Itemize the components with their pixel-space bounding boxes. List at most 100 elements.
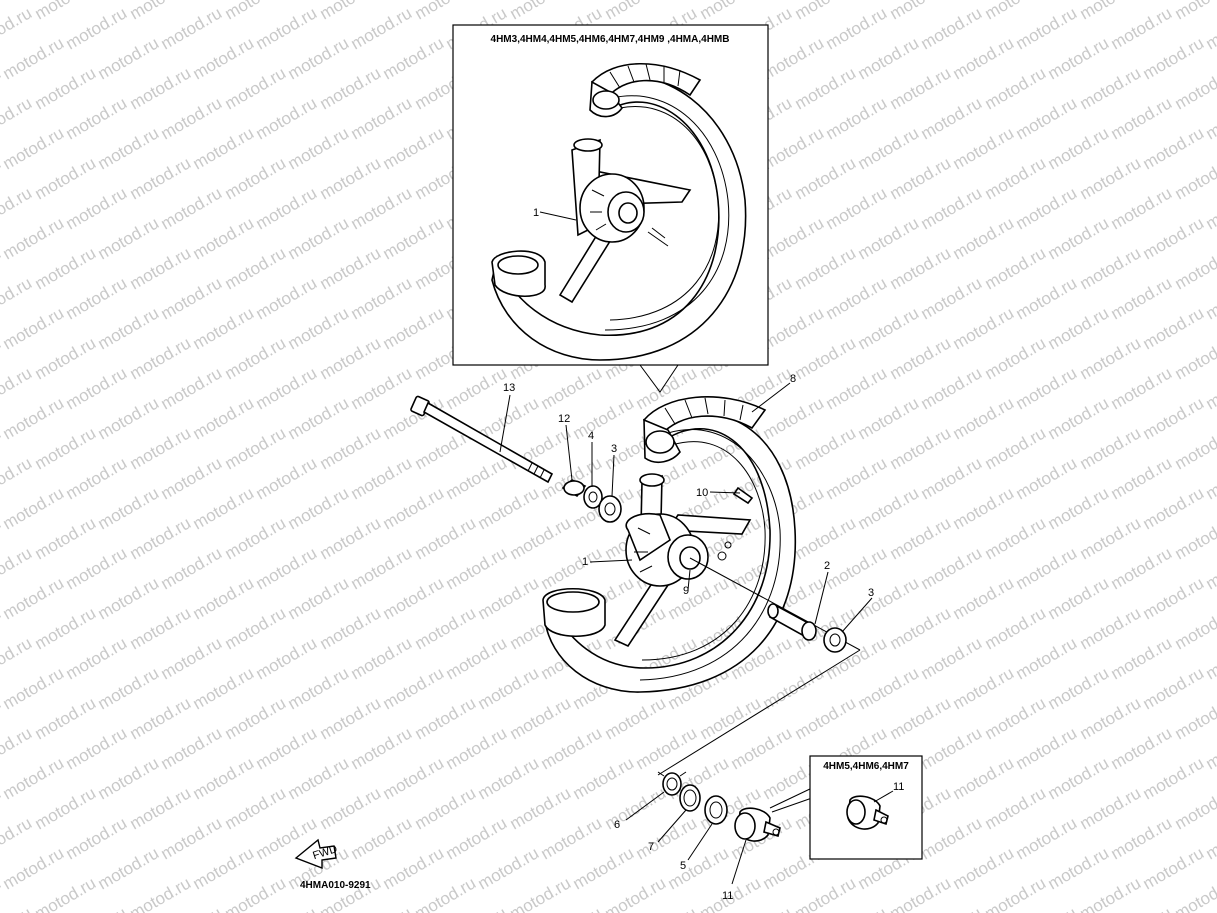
watermark-text: motod.ru [1172,513,1217,563]
watermark-text: motod.ru [855,33,923,83]
watermark-text: motod.ru [317,0,385,23]
watermark-text: motod.ru [380,213,448,263]
watermark-text: motod.ru [855,213,923,263]
callout-3-left: 3 [611,443,617,455]
watermark-text: motod.ru [0,393,67,443]
watermark-text: motod.ru [0,33,67,83]
watermark-text: motod.ru [792,153,860,203]
watermark-text: motod.ru [982,333,1050,383]
watermark-text: motod.ru [1077,873,1145,913]
watermark-text: motod.ru [602,783,670,833]
watermark-text: motod.ru [158,723,226,773]
watermark-text: motod.ru [32,603,100,653]
callout-5: 5 [680,860,686,872]
watermark-text: motod.ru [127,243,195,293]
watermark-text: motod.ru [1013,723,1081,773]
watermark-text: motod.ru [792,693,860,743]
watermark-text: motod.ru [1077,783,1145,833]
watermark-text: motod.ru [95,123,163,173]
callout-4: 4 [588,430,594,442]
watermark-text: motod.ru [855,123,923,173]
watermark-text: motod.ru [1108,633,1176,683]
watermark-text: motod.ru [380,483,448,533]
watermark-text: motod.ru [190,213,258,263]
watermark-text: motod.ru [697,0,765,23]
watermark-text: motod.ru [887,873,955,913]
watermark-text: motod.ru [190,843,258,893]
callout-7: 7 [648,841,654,853]
watermark-text: motod.ru [32,153,100,203]
watermark-text: motod.ru [1108,273,1176,323]
watermark-text: motod.ru [127,603,195,653]
collar-12 [561,479,587,498]
watermark-text: motod.ru [443,633,511,683]
watermark-text: motod.ru [1013,93,1081,143]
watermark-text: motod.ru [443,813,511,863]
speedometer-gear-unit-11 [734,807,781,842]
watermark-text: motod.ru [760,33,828,83]
watermark-text: motod.ru [1140,573,1208,623]
watermark-text: motod.ru [1045,843,1113,893]
washer-7 [679,784,701,812]
watermark-text: motod.ru [32,0,100,23]
drawing-code: 4HMA010-9291 [300,880,371,891]
watermark-text: motod.ru [1077,693,1145,743]
watermark-text: motod.ru [823,93,891,143]
callout-11: 11 [722,890,733,902]
callout-8: 8 [790,373,796,385]
bearing-3-right [823,627,847,653]
inset-wheel-illustration [491,62,747,361]
watermark-text: motod.ru [792,0,860,23]
spacer-2 [767,603,817,641]
watermark-text: motod.ru [918,813,986,863]
watermark-text: motod.ru [950,663,1018,713]
watermark-text: motod.ru [0,123,67,173]
watermark-text: motod.ru [127,873,195,913]
axle-13 [410,395,554,484]
watermark-text: motod.ru [222,513,290,563]
watermark-text: motod.ru [1045,573,1113,623]
watermark-text: motod.ru [317,153,385,203]
watermark-text: motod.ru [918,183,986,233]
watermark-text: motod.ru [190,483,258,533]
watermark-text: motod.ru [253,453,321,503]
watermark-text: motod.ru [0,213,67,263]
watermark-text: motod.ru [158,363,226,413]
callout-6: 6 [614,819,620,831]
watermark-text: motod.ru [1045,123,1113,173]
watermark-text: motod.ru [412,513,480,563]
watermark-text: motod.ru [823,543,891,593]
watermark-text: motod.ru [1140,123,1208,173]
callout-11-inset: 11 [893,781,904,793]
watermark-text: motod.ru [1140,33,1208,83]
watermark-text: motod.ru [380,663,448,713]
watermark-text: motod.ru [1013,453,1081,503]
main-wheel [542,396,797,693]
callout-1-inset: 1 [533,207,539,219]
watermark-text: motod.ru [760,123,828,173]
watermark-text: motod.ru [222,333,290,383]
circlip-6 [657,771,687,796]
watermark-text: motod.ru [1140,393,1208,443]
watermark-text: motod.ru [855,483,923,533]
watermark-text: motod.ru [380,753,448,803]
watermark-text: motod.ru [982,873,1050,913]
watermark-text: motod.ru [602,693,670,743]
watermark-text: motod.ru [1045,393,1113,443]
watermark-text: motod.ru [918,543,986,593]
watermark-text: motod.ru [823,3,891,53]
watermark-text: motod.ru [222,423,290,473]
watermark-text: motod.ru [348,633,416,683]
watermark-text: motod.ru [1108,813,1176,863]
watermark-text: motod.ru [1077,333,1145,383]
watermark-text: motod.ru [95,33,163,83]
watermark-text: motod.ru [127,423,195,473]
watermark-text: motod.ru [1172,603,1217,653]
watermark-text: motod.ru [792,513,860,563]
watermark-text: motod.ru [1108,363,1176,413]
watermark-text: motod.ru [950,303,1018,353]
watermark-text: motod.ru [380,303,448,353]
watermark-text: motod.ru [1172,783,1217,833]
watermark-text: motod.ru [950,843,1018,893]
